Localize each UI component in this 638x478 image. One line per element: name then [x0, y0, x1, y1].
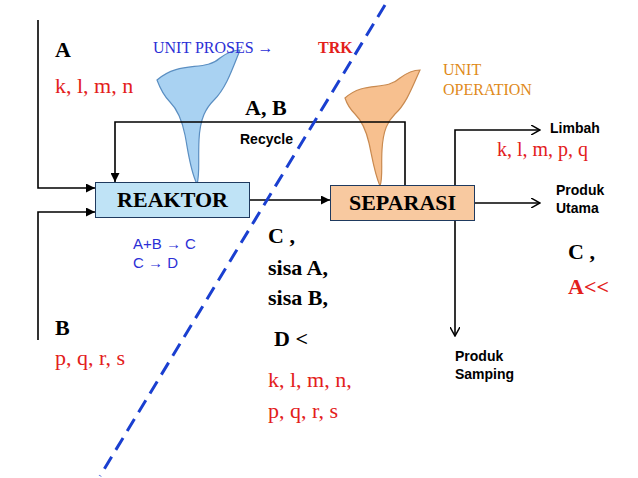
section-title: TRK [318, 38, 353, 58]
component-list: p, q, r, s [55, 344, 125, 372]
stream-component: C , [268, 222, 295, 250]
stream-label: Recycle [240, 131, 293, 149]
stream-name: A [55, 36, 71, 64]
output-label: Limbah [550, 120, 600, 138]
output-label: Produk Utama [556, 182, 626, 217]
stream-name: B [55, 314, 70, 342]
product-component: A<< [568, 273, 609, 301]
flow-arrow [250, 199, 330, 201]
separator-box: SEPARASI [330, 185, 475, 221]
box-title: SEPARASI [349, 190, 456, 216]
recycle-arrow [115, 122, 405, 185]
operation-flag [345, 70, 420, 186]
reactor-box: REAKTOR [95, 182, 250, 218]
reaction-equation: A+B → C [133, 235, 196, 254]
product-component: C , [568, 238, 595, 266]
component-list: k, l, m, n [55, 72, 133, 100]
reaction-equation: C → D [133, 254, 178, 273]
stream-component: D < [274, 325, 308, 353]
stream-component: sisa B, [268, 284, 328, 312]
product-line [475, 202, 540, 204]
byproduct-line [454, 221, 456, 336]
component-list: k, l, m, n, [268, 366, 352, 394]
process-flag [157, 50, 240, 184]
boundary-line [100, 5, 385, 476]
component-list: p, q, r, s [268, 397, 338, 425]
section-title: UNIT OPERATION [443, 60, 553, 100]
output-label: Produk Samping [455, 348, 525, 383]
stream-component: sisa A, [268, 254, 328, 282]
stream-name: A, B [245, 94, 287, 122]
box-title: REAKTOR [117, 187, 228, 213]
feed-line [38, 20, 95, 188]
section-title: UNIT PROSES → [153, 38, 274, 58]
component-list: k, l, m, p, q [497, 137, 588, 162]
